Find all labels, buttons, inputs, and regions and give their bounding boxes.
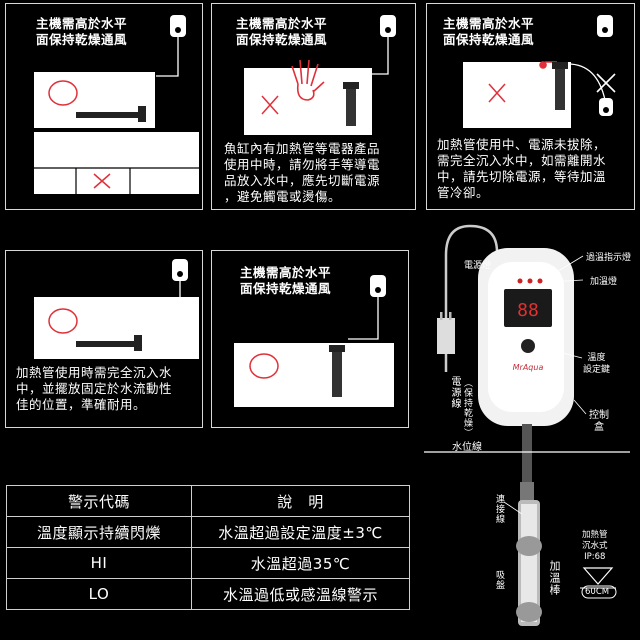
panel-title: 主機需高於水平 面保持乾燥通風 xyxy=(240,265,332,296)
panel-heater-in-water: 主機需高於水平 面保持乾燥通風 加熱管使用中、電源未拔除， 需完全沉入水中，如需… xyxy=(426,3,635,210)
panel-host-above-water-2: 主機需高於水平 面保持乾燥通風 xyxy=(211,250,409,428)
label-overtemp-light: 過溫指示燈 xyxy=(586,253,632,263)
svg-text:MrAqua: MrAqua xyxy=(513,363,544,372)
panel-illustration xyxy=(34,259,199,359)
panel-illustration xyxy=(244,15,396,135)
label-temp-set-key: 溫度 設定鍵 xyxy=(583,353,611,375)
label-water-line: 水位線 xyxy=(452,442,482,453)
panel-electric-warning: 主機需高於水平 面保持乾燥通風 魚缸內有加熱管等電器產品 使用中時，請勿將手等導… xyxy=(211,3,416,210)
table-cell: LO xyxy=(6,578,192,610)
label-keep-dry: （保持乾燥） xyxy=(462,378,472,438)
hand-icon xyxy=(291,59,325,101)
aquarium-top xyxy=(34,72,155,128)
table-row: 溫度顯示持續閃爍 水溫超過設定溫度±3℃ xyxy=(6,516,410,548)
panel-body: 加熱管使用中、電源未拔除， 需完全沉入水中，如需離開水 中，請先切除電源，等待加… xyxy=(437,137,607,200)
label-depth: 60CM xyxy=(585,587,610,597)
label-heater-spec: 加熱管 沉水式 IP:68 xyxy=(582,530,608,562)
table-row: HI 水溫超過35℃ xyxy=(6,547,410,579)
aquarium-bottom xyxy=(34,132,199,168)
table-cell: 水溫超過設定溫度±3℃ xyxy=(191,516,410,548)
label-power-cord: 電源線 xyxy=(449,376,460,409)
aquarium xyxy=(463,62,571,128)
table-row: LO 水溫過低或感溫線警示 xyxy=(6,578,410,610)
panel-body: 魚缸內有加熱管等電器產品 使用中時，請勿將手等導電 品放入水中，應先切斷電源 ，… xyxy=(224,141,381,204)
temperature-display xyxy=(504,289,552,327)
controller-icon xyxy=(597,15,613,37)
aquarium xyxy=(34,297,199,359)
label-power-light: 電源燈 xyxy=(464,261,492,271)
power-plug xyxy=(437,318,455,354)
label-heating-light: 加溫燈 xyxy=(590,277,618,287)
controller-icon xyxy=(380,15,396,37)
suction-cup-bottom xyxy=(516,602,542,622)
panel-body: 加熱管使用時需完全沉入水 中，並擺放固定於水流動性 佳的位置，準確耐用。 xyxy=(16,365,173,412)
panel-illustration xyxy=(463,15,616,128)
panel-title: 主機需高於水平 面保持乾燥通風 xyxy=(36,16,128,47)
label-connect-wire: 連接線 xyxy=(494,494,504,524)
panel-title: 主機需高於水平 面保持乾燥通風 xyxy=(443,16,535,47)
panel-illustration xyxy=(34,15,199,194)
table-cell: 水溫過低或感溫線警示 xyxy=(191,578,410,610)
suction-cup-top xyxy=(516,536,542,556)
label-heater-rod: 加溫棒 xyxy=(548,560,561,596)
temp-set-button xyxy=(521,339,535,353)
panel-host-above-water-1: 主機需高於水平 面保持乾燥通風 xyxy=(5,3,203,210)
controller-icon xyxy=(172,259,188,281)
panel-illustration xyxy=(234,275,394,407)
panel-title: 主機需高於水平 面保持乾燥通風 xyxy=(236,16,328,47)
panel-heater-placement: 加熱管使用時需完全沉入水 中，並擺放固定於水流動性 佳的位置，準確耐用。 xyxy=(5,250,203,428)
table-header: 說 明 xyxy=(191,485,410,517)
controller-icon xyxy=(370,275,386,297)
table-cell: 溫度顯示持續閃爍 xyxy=(6,516,192,548)
table-cell: 水溫超過35℃ xyxy=(191,547,410,579)
controller-icon xyxy=(170,15,186,37)
table-cell: HI xyxy=(6,547,192,579)
warning-table: 警示代碼 說 明 溫度顯示持續閃爍 水溫超過設定溫度±3℃ HI 水溫超過35℃… xyxy=(6,485,410,610)
label-control-box: 控制 盒 xyxy=(589,410,609,433)
label-suction-cup: 吸盤 xyxy=(494,570,504,590)
table-header: 警示代碼 xyxy=(6,485,192,517)
svg-text:88: 88 xyxy=(517,300,539,321)
table-header-row: 警示代碼 說 明 xyxy=(6,485,410,517)
